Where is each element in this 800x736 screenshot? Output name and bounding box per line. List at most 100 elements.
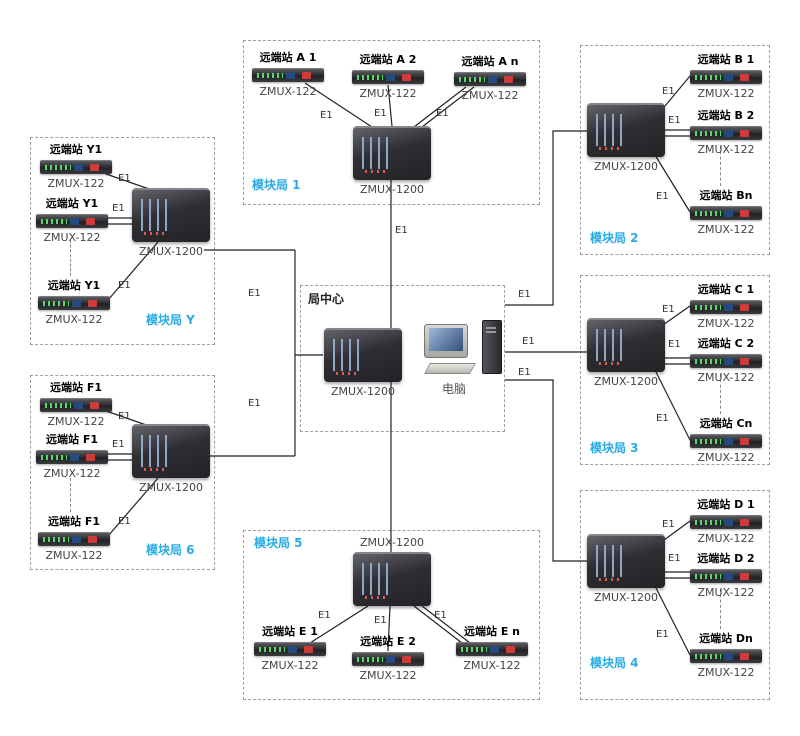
device-model: ZMUX-122 [697, 586, 755, 599]
remote-station-b1: 远端站 B 1 ZMUX-122 [686, 52, 766, 100]
device-model: ZMUX-1200 [330, 385, 396, 398]
zmux-122-device [352, 652, 424, 666]
station-name: 远端站 B 2 [697, 109, 755, 122]
station-name: 远端站 Dn [699, 632, 753, 645]
remote-station-d1: 远端站 D 1 ZMUX-122 [686, 497, 766, 545]
remote-station-f1-a: 远端站 F1 ZMUX-122 [36, 380, 116, 428]
remote-station-f1-b: 远端站 F1 ZMUX-122 [32, 432, 112, 480]
remote-station-y1-c: 远端站 Y1 ZMUX-122 [34, 278, 114, 326]
station-name: 远端站 A n [461, 55, 519, 68]
device-model: ZMUX-122 [43, 467, 101, 480]
zmux-122-device [690, 569, 762, 583]
e1-label: E1 [656, 629, 669, 640]
zmux-1200-device [132, 424, 210, 478]
device-model: ZMUX-122 [697, 143, 755, 156]
keyboard-icon [424, 363, 476, 374]
device-model: ZMUX-122 [359, 669, 417, 682]
device-model: ZMUX-1200 [138, 245, 204, 258]
hub-module-5: ZMUX-1200 [352, 536, 432, 606]
station-name: 远端站 Y1 [45, 197, 99, 210]
device-model: ZMUX-122 [697, 371, 755, 384]
module-4-label: 模块局 4 [590, 656, 639, 670]
zmux-122-device [690, 649, 762, 663]
zmux-122-device [36, 214, 108, 228]
module-5-label: 模块局 5 [254, 536, 303, 550]
zmux-122-device [252, 68, 324, 82]
device-model: ZMUX-122 [47, 177, 105, 190]
e1-label: E1 [318, 610, 331, 621]
hub-module-6: ZMUX-1200 [131, 424, 211, 494]
device-model: ZMUX-1200 [359, 536, 425, 549]
zmux-122-device [36, 450, 108, 464]
device-model: ZMUX-1200 [359, 183, 425, 196]
more-stations-ellipsis [720, 146, 721, 186]
remote-station-d2: 远端站 D 2 ZMUX-122 [686, 551, 766, 599]
e1-label: E1 [112, 203, 125, 214]
e1-label: E1 [374, 108, 387, 119]
management-computer [424, 320, 504, 386]
device-model: ZMUX-122 [259, 85, 317, 98]
zmux-122-device [690, 434, 762, 448]
remote-station-c1: 远端站 C 1 ZMUX-122 [686, 282, 766, 330]
station-name: 远端站 B 1 [697, 53, 755, 66]
device-model: ZMUX-122 [463, 659, 521, 672]
module-1-label: 模块局 1 [252, 178, 301, 192]
remote-station-a2: 远端站 A 2 ZMUX-122 [348, 52, 428, 100]
more-stations-ellipsis [70, 478, 71, 512]
zmux-122-device [40, 160, 112, 174]
computer-label: 电脑 [442, 382, 467, 396]
device-model: ZMUX-122 [461, 89, 519, 102]
module-3-box [580, 275, 770, 465]
station-name: 远端站 F1 [48, 515, 100, 528]
e1-label: E1 [436, 108, 449, 119]
e1-label: E1 [656, 191, 669, 202]
device-model: ZMUX-122 [697, 317, 755, 330]
module-6-label: 模块局 6 [146, 543, 195, 557]
module-Y-box [30, 137, 215, 345]
e1-label: E1 [668, 553, 681, 564]
device-model: ZMUX-122 [359, 87, 417, 100]
e1-label: E1 [248, 288, 261, 299]
e1-label: E1 [112, 439, 125, 450]
device-model: ZMUX-1200 [138, 481, 204, 494]
remote-station-bn: 远端站 Bn ZMUX-122 [686, 188, 766, 236]
e1-label: E1 [656, 413, 669, 424]
station-name: 远端站 Cn [699, 417, 753, 430]
hub-module-Y: ZMUX-1200 [131, 188, 211, 258]
station-name: 远端站 C 2 [697, 337, 755, 350]
zmux-122-device [456, 642, 528, 656]
more-stations-ellipsis [70, 240, 71, 276]
station-name: 远端站 F1 [46, 433, 98, 446]
zmux-122-device [690, 206, 762, 220]
station-name: 远端站 A 1 [259, 51, 317, 64]
zmux-122-device [254, 642, 326, 656]
e1-label: E1 [395, 225, 408, 236]
device-model: ZMUX-122 [43, 231, 101, 244]
zmux-1200-device [353, 552, 431, 606]
e1-label: E1 [118, 411, 131, 422]
module-Y-label: 模块局 Y [146, 313, 195, 327]
device-model: ZMUX-122 [697, 223, 755, 236]
remote-station-b2: 远端站 B 2 ZMUX-122 [686, 108, 766, 156]
hub-center: ZMUX-1200 [323, 328, 403, 398]
device-model: ZMUX-1200 [593, 375, 659, 388]
e1-label: E1 [668, 115, 681, 126]
more-stations-ellipsis [720, 374, 721, 414]
more-stations-ellipsis [720, 589, 721, 629]
module-2-label: 模块局 2 [590, 231, 639, 245]
e1-label: E1 [320, 110, 333, 121]
remote-station-y1-a: 远端站 Y1 ZMUX-122 [36, 142, 116, 190]
e1-label: E1 [118, 173, 131, 184]
zmux-1200-device [353, 126, 431, 180]
zmux-122-device [690, 70, 762, 84]
e1-label: E1 [518, 289, 531, 300]
zmux-122-device [690, 515, 762, 529]
hub-module-1: ZMUX-1200 [352, 126, 432, 196]
e1-label: E1 [668, 339, 681, 350]
remote-station-an: 远端站 A n ZMUX-122 [450, 54, 530, 102]
station-name: 远端站 A 2 [359, 53, 417, 66]
e1-label: E1 [118, 516, 131, 527]
remote-station-y1-b: 远端站 Y1 ZMUX-122 [32, 196, 112, 244]
remote-station-f1-c: 远端站 F1 ZMUX-122 [34, 514, 114, 562]
